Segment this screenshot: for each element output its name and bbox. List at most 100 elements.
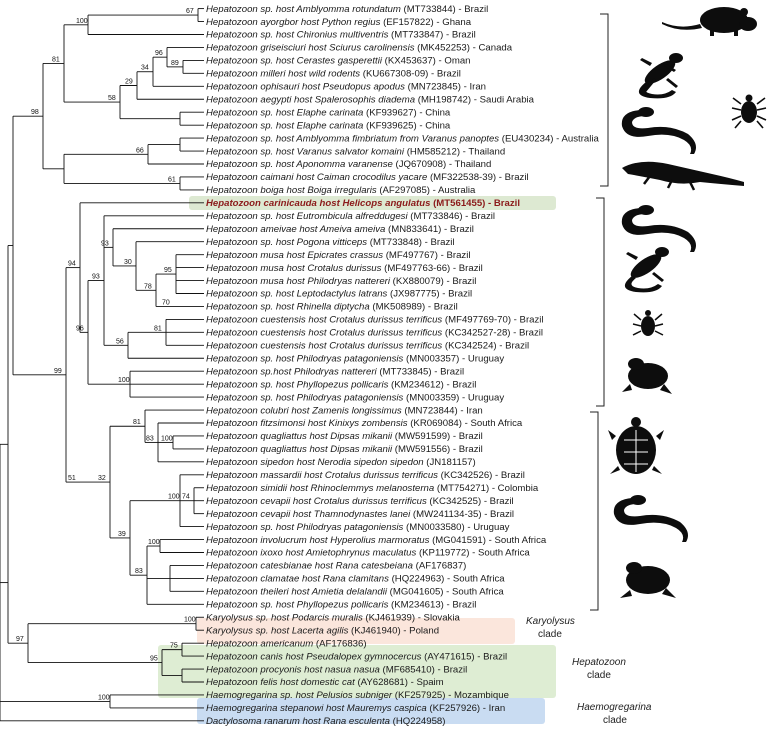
taxon-name: Hepatozoon americanum	[206, 638, 313, 649]
taxon-name: Hepatozoon sp. host Rhinella diptycha	[206, 302, 370, 313]
taxon-name: Hepatozoon felis host domestic cat	[206, 677, 355, 688]
taxon-label: Hepatozoon sp. host Chironius multiventr…	[206, 30, 476, 41]
taxon-name: Hepatozoon milleri host wild rodents	[206, 69, 360, 80]
taxon-accession-locality: (HQ224963) - South Africa	[389, 574, 505, 585]
bootstrap-value: 39	[118, 531, 126, 538]
tick-silhouette	[632, 310, 664, 336]
taxon-name: Hepatozoon canis host Pseudalopex gymnoc…	[206, 651, 422, 662]
taxon-accession-locality: (MN0033580) - Uruguay	[403, 522, 509, 533]
taxon-label: Dactylosoma ranarum host Rana esculenta …	[206, 716, 445, 727]
taxon-name: Hepatozoon sp. host Philodryas patagonie…	[206, 353, 404, 364]
bootstrap-value: 100	[118, 377, 130, 384]
bootstrap-value: 70	[162, 299, 170, 306]
taxon-name: Hepatozoon caimani host Caiman crocodilu…	[206, 172, 427, 183]
taxon-label: Hepatozoon catesbianae host Rana catesbe…	[206, 561, 466, 572]
bootstrap-value: 34	[141, 65, 149, 72]
taxon-label: Hepatozoon sp. host Elaphe carinata (KF9…	[206, 120, 451, 131]
taxon-accession-locality: (KC342527-28) - Brazil	[442, 328, 543, 339]
taxon-accession-locality: (MG041605) - South Africa	[387, 587, 504, 598]
taxon-label: Hepatozoon sp. host Elaphe carinata (KF9…	[206, 107, 451, 118]
taxon-label: Hepatozoon cevapii host Thamnodynastes l…	[206, 509, 514, 520]
taxon-labels: Hepatozoon sp. host Amblyomma rotundatum…	[206, 4, 599, 727]
taxon-name: Haemogregarina sp. host Pelusios subnige…	[206, 690, 393, 701]
snake-silhouette	[621, 107, 696, 154]
clade-label-haemogregarina-2: clade	[603, 715, 627, 726]
highlight-box-carinicauda	[189, 196, 556, 210]
taxon-label: Hepatozoon clamatae host Rana clamitans …	[206, 574, 505, 585]
taxon-accession-locality: (MW591556) - Brazil	[392, 444, 483, 455]
taxon-label: Hepatozoon ayorgbor host Python regius (…	[206, 17, 472, 28]
taxon-accession-locality: (KF939627) - China	[363, 107, 451, 118]
clade-label-haemogregarina: Haemogregarina	[577, 702, 652, 713]
taxon-name: Hepatozoon cuestensis host Crotalus duri…	[206, 328, 442, 339]
taxon-label: Hepatozoon fitzsimonsi host Kinixys zomb…	[206, 418, 523, 429]
taxon-name: Hepatozoon sp. host Cerastes gasperettii	[206, 56, 383, 67]
clade-label-hepatozoon-2: clade	[587, 670, 611, 681]
bootstrap-value: 98	[31, 109, 39, 116]
bootstrap-value: 93	[101, 240, 109, 247]
taxon-label: Hepatozoon milleri host wild rodents (KU…	[206, 69, 461, 80]
group-bracket-1	[600, 13, 609, 187]
taxon-name: Hepatozoon fitzsimonsi host Kinixys zomb…	[206, 418, 408, 429]
bootstrap-value: 81	[154, 325, 162, 332]
clade-box-haemogregarina	[197, 698, 545, 724]
taxon-label: Hepatozoon sipedon host Nerodia sipedon …	[206, 457, 476, 468]
taxon-accession-locality: (EU430234) - Australia	[499, 133, 599, 144]
taxon-label: Hepatozoon musa host Epicrates crassus (…	[206, 250, 470, 261]
taxon-accession-locality: (MK508989) - Brazil	[370, 302, 458, 313]
group-bracket-3	[590, 411, 599, 611]
taxon-name: Dactylosoma ranarum host Rana esculenta	[206, 716, 390, 727]
taxon-name: Hepatozoon sp. host Amblyomma fimbriatum…	[206, 133, 499, 144]
taxon-accession-locality: (MK452253) - Canada	[415, 43, 513, 54]
taxon-name: Hepatozoon sp. host Chironius multiventr…	[206, 30, 389, 41]
taxon-accession-locality: (MF322538-39) - Brazil	[427, 172, 528, 183]
bootstrap-value: 89	[171, 60, 179, 67]
taxon-accession-locality: (KX880079) - Brazil	[390, 276, 476, 287]
taxon-label: Karyolysus sp. host Podarcis muralis (KJ…	[206, 612, 460, 623]
taxon-name: Hepatozoon simidii host Rhinoclemmys mel…	[206, 483, 434, 494]
taxon-name: Hepatozoon sipedon host Nerodia sipedon …	[206, 457, 424, 468]
snake-silhouette	[613, 495, 688, 542]
bootstrap-value: 100	[168, 494, 180, 501]
bootstrap-value: 61	[168, 176, 176, 183]
taxon-label: Hepatozoon sp. host Leptodactylus latran…	[206, 289, 472, 300]
taxon-label: Hepatozoon canis host Pseudalopex gymnoc…	[206, 651, 507, 662]
bootstrap-value: 66	[136, 147, 144, 154]
taxon-accession-locality: (MN833641) - Brazil	[385, 224, 474, 235]
taxon-name: Haemogregarina stepanowi host Mauremys c…	[206, 703, 427, 714]
taxon-accession-locality: (MG041591) - South Africa	[429, 535, 546, 546]
taxon-name: Hepatozoon ixoxo host Amietophrynus macu…	[206, 548, 416, 559]
taxon-name: Hepatozoon sp. host Phyllopezus pollicar…	[206, 600, 389, 611]
taxon-label: Karyolysus sp. host Lacerta agilis (KJ46…	[206, 625, 439, 636]
taxon-name: Hepatozoon aegypti host Spalerosophis di…	[206, 94, 415, 105]
taxon-name: Hepatozoon sp. host Aponomma varanense	[206, 159, 393, 170]
taxon-accession-locality: (KR069084) - South Africa	[408, 418, 523, 429]
taxon-accession-locality: (AY628681) - Spaim	[355, 677, 444, 688]
taxon-label: Hepatozoon ophisauri host Pseudopus apod…	[206, 82, 486, 93]
taxon-accession-locality: (MH198742) - Saudi Arabia	[415, 94, 535, 105]
taxon-accession-locality: (MF497763-66) - Brazil	[381, 263, 482, 274]
taxon-label: Hepatozoon caimani host Caiman crocodilu…	[206, 172, 529, 183]
taxon-label: Hepatozoon americanum (AF176836)	[206, 638, 367, 649]
taxon-label: Hepatozoon ameivae host Ameiva ameiva (M…	[206, 224, 474, 235]
taxon-accession-locality: (AF176836)	[313, 638, 366, 649]
taxon-label: Hepatozoon cuestensis host Crotalus duri…	[206, 341, 529, 352]
bootstrap-value: 93	[92, 274, 100, 281]
snake-silhouette	[621, 205, 696, 252]
taxon-label: Haemogregarina sp. host Pelusios subnige…	[206, 690, 509, 701]
taxon-name: Hepatozoon colubri host Zamenis longissi…	[206, 405, 402, 416]
lizard-silhouette	[624, 247, 669, 293]
taxon-accession-locality: (AY471615) - Brazil	[421, 651, 507, 662]
clade-label-karyolysus-2: clade	[538, 629, 562, 640]
taxon-label: Hepatozoon felis host domestic cat (AY62…	[206, 677, 444, 688]
taxon-label: Hepatozoon cevapii host Crotalus durissu…	[206, 496, 514, 507]
taxon-accession-locality: (KJ461939) - Slovakia	[363, 612, 461, 623]
bootstrap-value: 75	[170, 643, 178, 650]
taxon-name: Hepatozoon sp. host Philodryas patagonie…	[206, 392, 404, 403]
crocodile-silhouette	[622, 161, 744, 191]
taxon-accession-locality: (MN003359) - Uruguay	[403, 392, 504, 403]
taxon-label: Hepatozoon simidii host Rhinoclemmys mel…	[206, 483, 539, 494]
taxon-name: Hepatozoon ameivae host Ameiva ameiva	[206, 224, 385, 235]
bootstrap-value: 81	[133, 419, 141, 426]
taxon-label: Hepatozoon involucrum host Hyperolius ma…	[206, 535, 547, 546]
